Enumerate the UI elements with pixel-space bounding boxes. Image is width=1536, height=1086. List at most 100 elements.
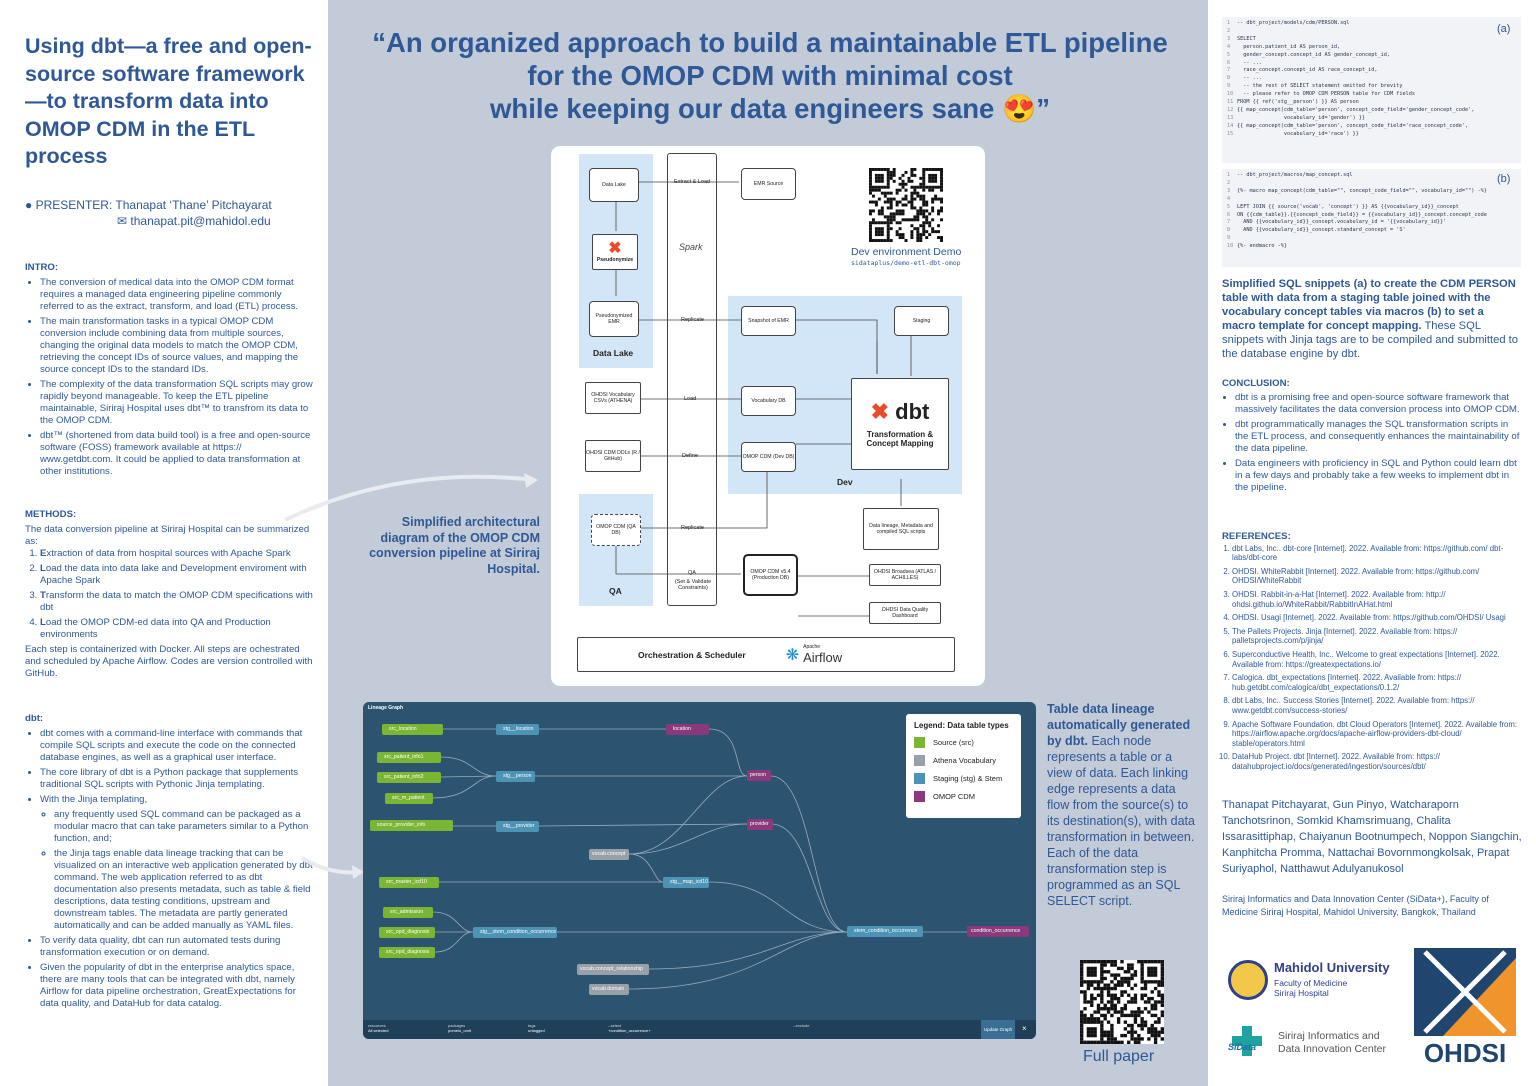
reference-item: OHDSI. WhiteRabbit [Internet]. 2022. Ava… — [1232, 567, 1522, 586]
lineage-node-src-patient-info1[interactable]: src_patient_info1 — [377, 752, 441, 763]
dbt-item: To verify data quality, dbt can run auto… — [40, 935, 317, 959]
load-label: Load — [684, 396, 697, 402]
demo-qr-code[interactable] — [869, 168, 943, 242]
lineage-node-stg-person[interactable]: stg__person — [496, 771, 535, 782]
dbt-heading: dbt: — [25, 713, 44, 724]
lineage-graph[interactable]: Lineage Graph src_location stg__location… — [363, 702, 1036, 1039]
presenter-block: ● PRESENTER: Thanapat ‘Thane’ Pitchayara… — [25, 197, 325, 229]
code-line: 6 -- ... — [1227, 59, 1262, 66]
extract-load-label: Extract & Load — [674, 179, 711, 185]
dbt-section: dbt: dbt comes with a command-line inter… — [25, 713, 317, 1013]
dbt-item: The core library of dbt is a Python pack… — [40, 767, 317, 791]
arrow-to-diagram — [284, 473, 538, 522]
lineage-node-src-m-patient[interactable]: src_m_patient — [385, 793, 433, 804]
sidata-icon: SiData — [1228, 1026, 1268, 1058]
code-line: 8 AND {{vocabulary_id}}_concept.standard… — [1227, 227, 1406, 234]
affiliation: Siriraj Informatics and Data Innovation … — [1222, 894, 1489, 917]
lineage-edges — [432, 728, 967, 990]
architecture-arrows — [615, 181, 912, 617]
methods-heading: METHODS: — [25, 509, 77, 520]
data-lake-db: Data Lake — [589, 168, 639, 202]
code-line: 7 AND {{vocabulary_id}}_concept.vocabula… — [1227, 219, 1447, 226]
qa-label: QA — [688, 570, 696, 576]
airflow-icon: ❋ — [785, 646, 800, 664]
lineage-node-source-provider-info[interactable]: source_provider_info — [370, 820, 453, 831]
code-line: 4 person.patient_id AS person_id, — [1227, 43, 1341, 50]
dbt-x-icon: ✖ — [870, 399, 890, 424]
code-a-label: (a) — [1497, 23, 1511, 35]
ohdsi-broadsea: OHDSI Broadsea (ATLAS / ACHILLES) — [869, 564, 941, 586]
architecture-diagram: Data Lake ✖Pseudonymize Pseudonymized EM… — [551, 146, 985, 686]
lineage-node-src-opd-diagnosis[interactable]: src_opd_diagnosis — [379, 927, 435, 938]
lineage-docs: Data lineage, Metadata and compiled SQL … — [863, 508, 939, 550]
code-line: 1-- dbt_project/macros/map_concept.sql — [1227, 172, 1353, 178]
lineage-node-condition-occurrence[interactable]: condition_occurrence — [967, 926, 1029, 937]
reference-item: DataHub Project. dbt [Internet]. 2022. A… — [1232, 752, 1522, 771]
code-line: 2 — [1227, 27, 1231, 34]
code-line: 5 gender_concept.concept_id AS gender_co… — [1227, 51, 1391, 58]
intro-item: The conversion of medical data into the … — [40, 277, 317, 313]
resources-select[interactable]: All selected — [368, 1028, 389, 1033]
close-icon[interactable]: × — [1022, 1024, 1027, 1033]
lineage-node-src-location[interactable]: src_location — [382, 724, 443, 735]
conclusion-heading: CONCLUSION: — [1222, 378, 1290, 389]
dev-title: Dev — [837, 477, 853, 487]
dbt-transformation-box: ✖ dbt Transformation & Concept Mapping — [851, 378, 949, 470]
code-line: 4 — [1227, 195, 1231, 202]
lineage-node-vocab-concept-relationship[interactable]: vocab.concept_relationship — [577, 964, 649, 975]
presenter-name: PRESENTER: Thanapat ‘Thane’ Pitchayarat — [35, 198, 272, 212]
ohdsi-dq-dashboard: OHDSI Data Quality Dashboard — [869, 602, 941, 624]
lineage-node-vocab-domain[interactable]: vocab.domain — [589, 984, 629, 995]
poster-title: Using dbt—a free and open-source softwar… — [25, 34, 312, 168]
legend-item: Staging (stg) & Stem — [914, 773, 1013, 784]
lineage-node-stem[interactable]: stem_condition_occurrence — [847, 926, 923, 937]
dev-demo-title: Dev environment Demo — [851, 246, 962, 258]
architecture-caption: Simplified architectural diagram of the … — [369, 515, 540, 576]
lineage-node-src-master-icd10[interactable]: src_master_icd10 — [379, 877, 439, 888]
methods-step: Load the data into data lake and Develop… — [40, 563, 317, 587]
data-lake-title: Data Lake — [593, 348, 634, 358]
full-paper-qr-code[interactable] — [1080, 960, 1164, 1044]
code-line: 3{%- macro map_concept(cdm_table="", con… — [1227, 187, 1487, 194]
lineage-node-src-patient-info2[interactable]: src_patient_info2 — [377, 772, 441, 783]
code-line: 15 vocabulary_id='race') }} — [1227, 130, 1359, 137]
etl-column — [667, 153, 717, 606]
lineage-node-provider[interactable]: provider — [747, 819, 773, 830]
qa-db: OMOP CDM (QA DB) — [591, 514, 641, 546]
intro-item: The main transformation tasks in a typic… — [40, 316, 317, 376]
lineage-node-stg-provider[interactable]: stg__provider — [496, 821, 539, 832]
update-graph-button[interactable]: Update Graph — [981, 1020, 1015, 1039]
tags-select[interactable]: untagged — [528, 1028, 545, 1033]
intro-heading: INTRO: — [25, 262, 59, 273]
reference-item: Calogica. dbt_expectations [Internet]. 2… — [1232, 673, 1522, 692]
full-paper-label: Full paper — [1083, 1048, 1155, 1065]
packages-select[interactable]: pomelo_omit — [448, 1028, 471, 1033]
lineage-node-person[interactable]: person — [747, 770, 771, 781]
lineage-node-stg-map-icd10[interactable]: stg__map_icd10 — [663, 877, 709, 888]
lineage-node-vocab-concept[interactable]: vocab.concept — [589, 849, 629, 860]
reference-item: The Pallets Projects. Jinja [Internet]. … — [1232, 627, 1522, 646]
dev-demo-repo[interactable]: sidataplus/demo-etl-dbt-omop — [851, 259, 961, 267]
dbt-subitem: any frequently used SQL command can be p… — [54, 809, 317, 845]
code-line: 10{%- endmacro -%} — [1227, 243, 1287, 250]
lineage-node-stg-stem[interactable]: stg__stem_condition_occurrence — [473, 927, 557, 938]
presenter-email[interactable]: thanapat.pit@mahidol.edu — [130, 214, 271, 228]
lineage-node-location[interactable]: location — [666, 724, 709, 735]
pseudo-emr-db: Pseudonymized EMR — [589, 301, 639, 337]
legend-item: OMOP CDM — [914, 791, 1013, 802]
emr-source-db: EMR Source — [741, 168, 796, 200]
dbt-x-icon: ✖ — [608, 240, 622, 257]
reference-item: dbt Labs, Inc.. dbt-core [Internet]. 202… — [1232, 544, 1522, 563]
methods-intro: The data conversion pipeline at Siriraj … — [25, 524, 310, 547]
reference-item: OHDSI. Usagi [Internet]. 2022. Available… — [1232, 613, 1522, 623]
select-input[interactable]: +condition_occurrence+ — [608, 1028, 651, 1033]
intro-item: dbt™ (shortened from data build tool) is… — [40, 430, 317, 478]
lineage-node-src-admission[interactable]: src_admission — [383, 907, 433, 918]
reference-item: Apache Software Foundation. dbt Cloud Op… — [1232, 720, 1522, 749]
lineage-node-stg-location[interactable]: stg__location — [496, 724, 539, 735]
lineage-node-src-ipd-diagnosis[interactable]: src_opd_diagnosis — [379, 947, 435, 958]
replicate-label: Replicate — [681, 317, 704, 323]
